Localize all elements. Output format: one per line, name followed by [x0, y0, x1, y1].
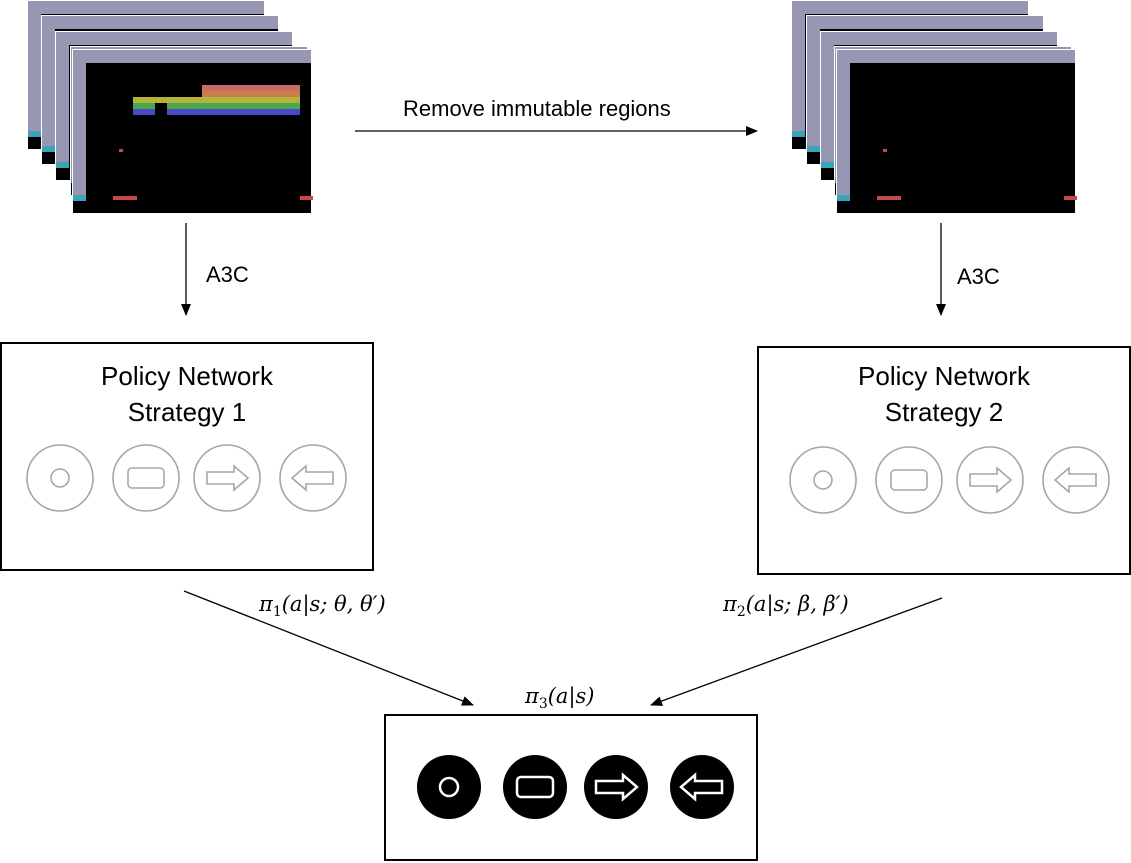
policy-title-line2: Strategy 1	[127, 397, 247, 427]
left-arrow-icon	[279, 444, 347, 512]
paddle	[113, 196, 137, 200]
a3c-left-label: A3C	[206, 262, 249, 287]
brick-row-yellow	[133, 97, 300, 103]
remove-regions-label: Remove immutable regions	[403, 96, 671, 121]
a3c-right-label: A3C	[957, 264, 1000, 289]
brick-row-orange	[202, 91, 300, 97]
fire-icon	[26, 444, 94, 512]
ball	[883, 149, 887, 152]
policy-title-line1: Policy Network	[858, 361, 1030, 391]
right-arrow-icon	[193, 444, 261, 512]
brick-gap	[155, 103, 167, 116]
pi3-label: π3(a|s)	[525, 684, 595, 713]
brick-row-green	[133, 103, 300, 109]
brick-row-red	[202, 85, 300, 91]
policy-network-box-1: Policy Network Strategy 1	[0, 342, 374, 571]
pi2-arrow	[650, 597, 943, 706]
action-icons-outline	[789, 446, 1110, 514]
fire-icon	[789, 446, 857, 514]
wall-marker	[300, 196, 313, 200]
policy-title-line1: Policy Network	[101, 361, 273, 391]
paddle	[877, 196, 901, 200]
pi1-arrow	[183, 590, 474, 706]
game-frame-front	[836, 49, 1077, 214]
right-arrow-icon	[956, 446, 1024, 514]
action-icons-outline	[26, 444, 347, 512]
noop-icon	[112, 444, 180, 512]
fire-icon	[417, 755, 481, 819]
ball	[119, 149, 123, 152]
brick-row-blue	[133, 109, 300, 115]
right-arrow-icon	[584, 755, 648, 819]
policy-title-line2: Strategy 2	[884, 397, 1004, 427]
wall-marker	[1064, 196, 1077, 200]
game-frame-front	[72, 49, 313, 214]
pi1-label: π1(a|s; θ, θ′)	[259, 592, 386, 621]
noop-icon	[503, 755, 567, 819]
policy-network-box-2: Policy Network Strategy 2	[757, 346, 1131, 575]
left-arrow-icon	[670, 755, 734, 819]
noop-icon	[875, 446, 943, 514]
action-icons-filled	[417, 755, 734, 819]
left-arrow-icon	[1042, 446, 1110, 514]
combined-policy-box	[384, 714, 758, 861]
pi2-label: π2(a|s; β, β′)	[723, 592, 849, 621]
